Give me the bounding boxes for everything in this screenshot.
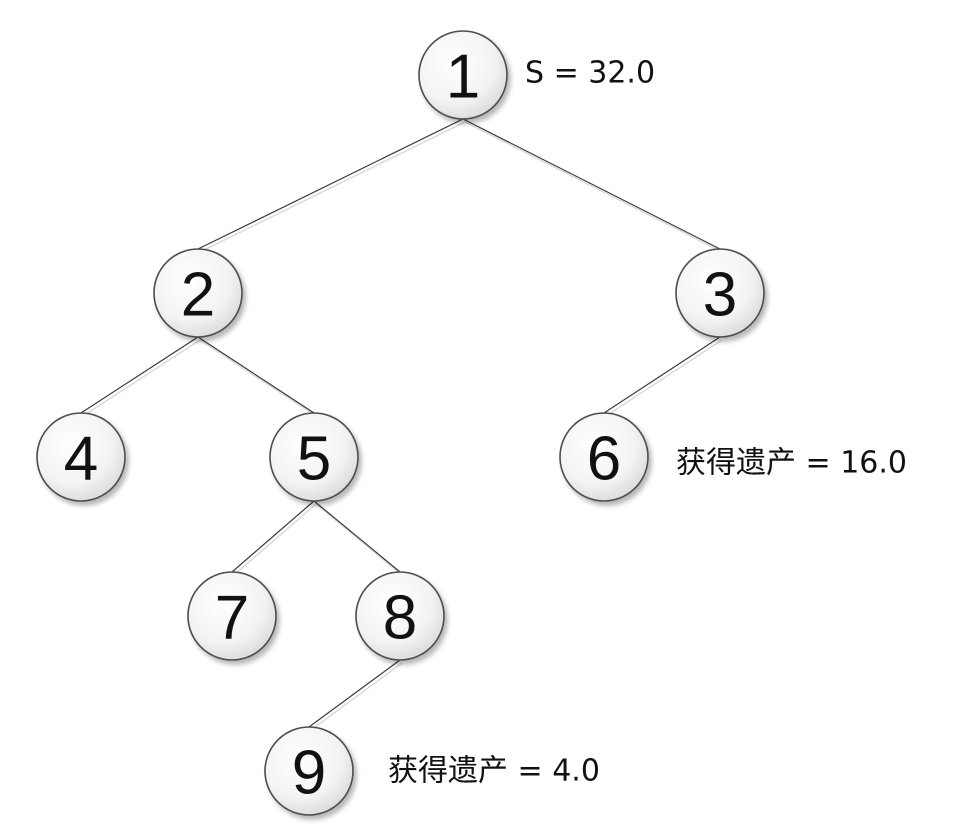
- node-label-6: 6: [587, 425, 621, 494]
- edge-shadow-2-4: [82, 339, 201, 417]
- edge-shadow-1-2: [199, 121, 466, 253]
- tree-node-9: 9: [264, 726, 354, 816]
- node-label-4: 4: [64, 425, 98, 494]
- tree-node-6: 6: [559, 412, 649, 502]
- node6-inheritance-annotation: 获得遗产 = 16.0: [676, 446, 907, 481]
- node-circle-7: [187, 571, 277, 661]
- tree-node-3: 3: [675, 248, 765, 338]
- node-label-9: 9: [292, 739, 326, 808]
- node-circle-8: [355, 571, 445, 661]
- node9-inheritance-annotation: 获得遗产 = 4.0: [388, 754, 600, 789]
- edge-5-8: [313, 500, 401, 573]
- node-label-8: 8: [383, 584, 417, 653]
- node-label-7: 7: [215, 584, 249, 653]
- tree-node-1: 1: [418, 30, 508, 120]
- node-label-1: 1: [446, 43, 480, 112]
- node-label-2: 2: [181, 261, 215, 330]
- edge-8-9: [308, 659, 401, 728]
- tree-node-2: 2: [153, 248, 243, 338]
- tree-node-4: 4: [36, 412, 126, 502]
- node-circle-3: [675, 248, 765, 338]
- node-circle-5: [269, 412, 359, 502]
- edge-shadow-8-9: [310, 662, 403, 731]
- node-circle-4: [36, 412, 126, 502]
- edge-5-7: [231, 500, 315, 573]
- edge-3-6: [603, 336, 721, 414]
- edge-2-4: [80, 336, 199, 414]
- edge-shadow-3-6: [605, 339, 723, 417]
- tree-node-7: 7: [187, 571, 277, 661]
- edge-1-2: [197, 118, 464, 250]
- nodes-layer: 1 2 3 4 5 6 7 8 9: [36, 30, 765, 816]
- node-label-3: 3: [703, 261, 737, 330]
- node-circle-9: [264, 726, 354, 816]
- node-circle-6: [559, 412, 649, 502]
- node-circle-2: [153, 248, 243, 338]
- tree-node-8: 8: [355, 571, 445, 661]
- node-label-5: 5: [297, 425, 331, 494]
- tree-node-5: 5: [269, 412, 359, 502]
- edge-shadow-5-8: [315, 503, 403, 576]
- edge-shadow-1-3: [464, 121, 723, 253]
- edge-1-3: [462, 118, 721, 250]
- edge-2-5: [197, 336, 315, 414]
- root-s-annotation: S = 32.0: [525, 56, 655, 91]
- node-circle-1: [418, 30, 508, 120]
- edges-layer: [80, 118, 723, 731]
- edge-shadow-2-5: [199, 339, 317, 417]
- edge-shadow-5-7: [233, 503, 317, 576]
